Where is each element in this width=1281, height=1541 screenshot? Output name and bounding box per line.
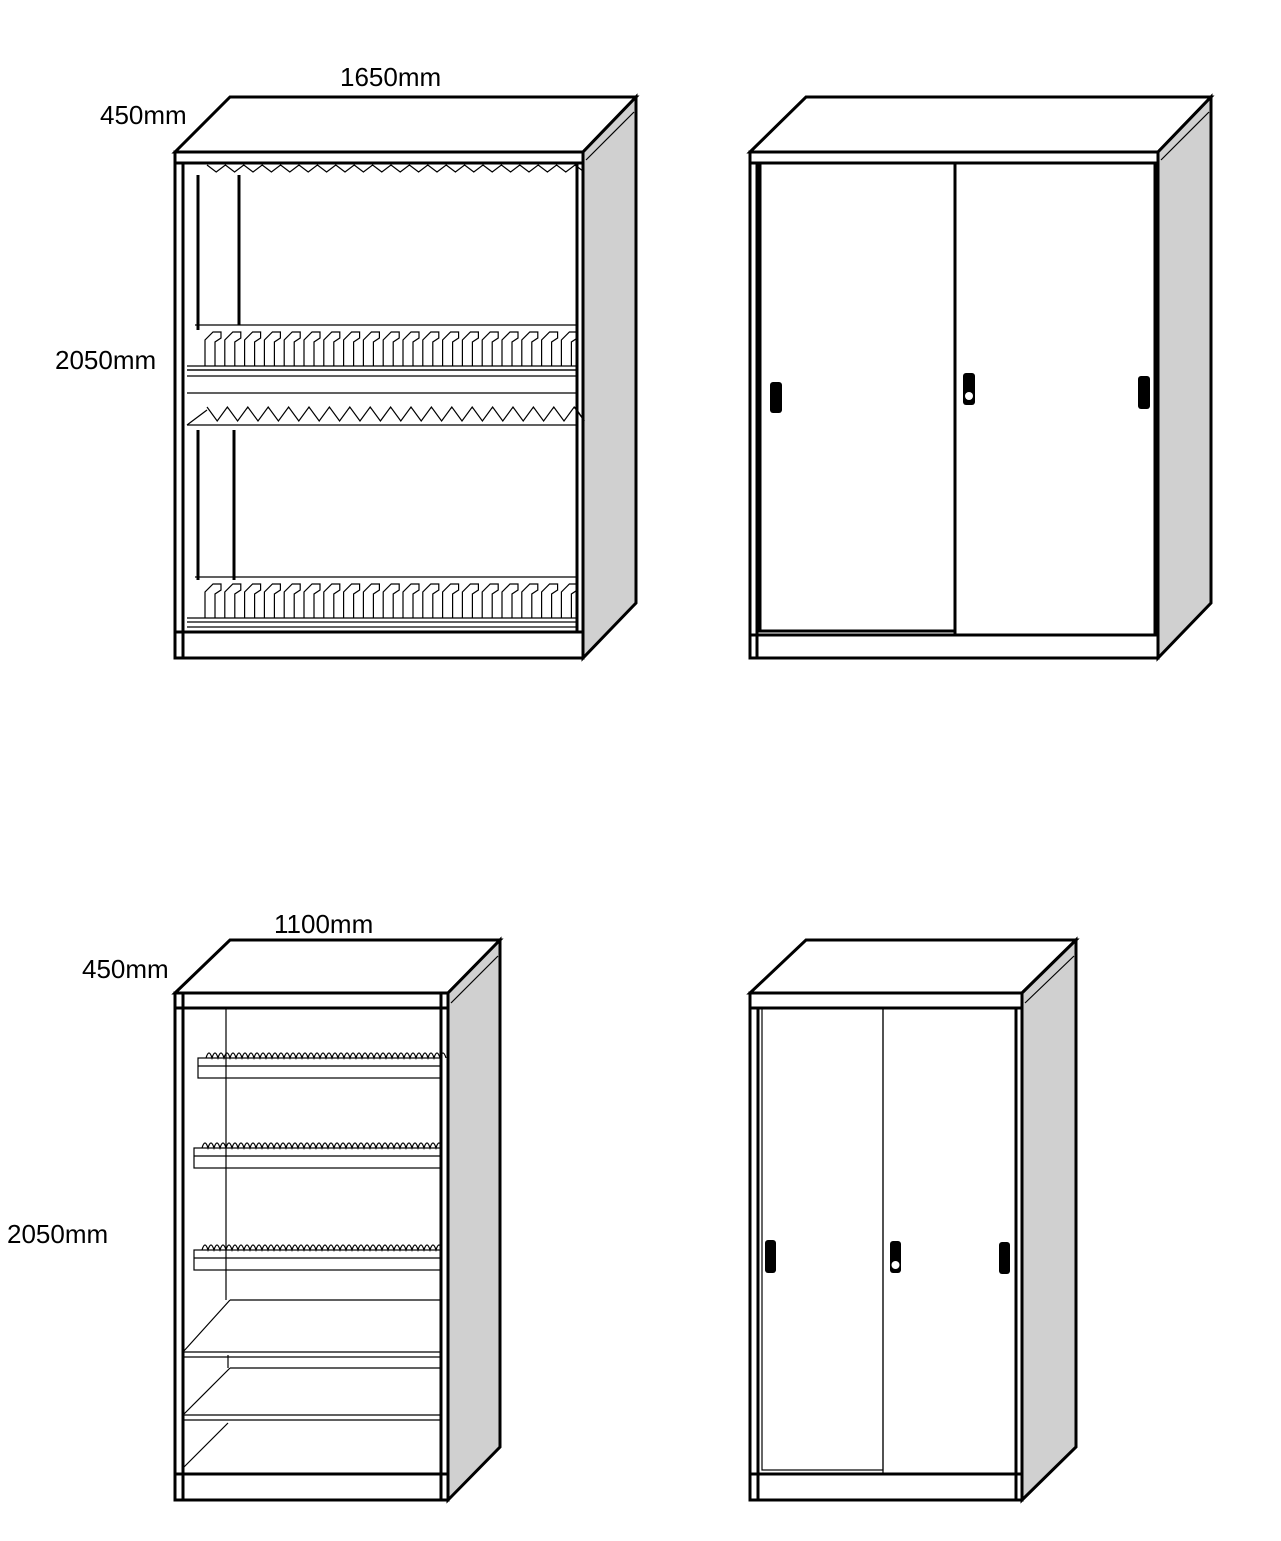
rack-slot: [501, 331, 519, 366]
rack-slot: [402, 331, 420, 366]
rack-slot: [244, 331, 262, 366]
height-dimension-label: 2050mm: [7, 1219, 109, 1249]
right-sliding-door[interactable]: [953, 161, 1157, 637]
rack-slot: [323, 583, 341, 618]
rack-shelf: [193, 1249, 442, 1271]
cabinet-top: [171, 938, 504, 995]
rack-slot: [481, 331, 499, 366]
left-sliding-door[interactable]: [758, 161, 957, 633]
rack-slot: [560, 583, 578, 618]
top-rail: [748, 991, 1024, 1010]
rack-slot: [303, 331, 321, 366]
door-handle[interactable]: [999, 1242, 1010, 1274]
open-cabinet-narrow: [171, 936, 504, 1504]
rack-slot: [224, 331, 242, 366]
rack-slot: [343, 331, 361, 366]
flat-shelf: [182, 1367, 441, 1469]
door-handle[interactable]: [765, 1240, 776, 1273]
cabinet-front-frame: [748, 991, 1024, 1502]
rack-slot: [382, 331, 400, 366]
cabinet-side-panel: [446, 936, 502, 1504]
rack-slot: [303, 583, 321, 618]
cabinet-side-panel: [1156, 93, 1213, 662]
rack-slot: [422, 331, 440, 366]
rack-slot: [283, 583, 301, 618]
sliding-door-cabinet-narrow: [746, 936, 1080, 1504]
rack-slot: [323, 331, 341, 366]
right-sliding-door[interactable]: [882, 1007, 1017, 1475]
sliding-door-cabinet-wide: [746, 93, 1215, 662]
rack-slot: [442, 583, 460, 618]
rack-slot: [521, 331, 539, 366]
rack-teeth: [205, 1052, 447, 1061]
open-cabinet-wide: [171, 93, 640, 662]
rack-slot: [263, 583, 281, 618]
width-dimension-label: 1100mm: [274, 909, 374, 939]
rack-slot: [244, 583, 262, 618]
rack-slot: [204, 583, 222, 618]
rack-slot: [224, 583, 242, 618]
rack-slot: [541, 331, 559, 366]
cabinet-side-panel: [1020, 936, 1078, 1504]
depth-dimension-label: 450mm: [100, 100, 187, 130]
rack-slot: [204, 331, 222, 366]
rack-slot: [382, 583, 400, 618]
lock-icon: [965, 392, 973, 400]
cabinet-top: [746, 938, 1080, 995]
rack-slot: [402, 583, 420, 618]
rack-slot: [560, 331, 578, 366]
height-dimension-label: 2050mm: [55, 345, 157, 375]
rack-slot: [501, 583, 519, 618]
rack-shelf: [187, 576, 578, 623]
rack-slot: [442, 331, 460, 366]
rack-slot: [263, 331, 281, 366]
rack-slot: [461, 583, 479, 618]
cabinet-top: [171, 95, 640, 154]
door-lock-handle[interactable]: [963, 373, 975, 405]
top-rail: [748, 150, 1160, 165]
rack-slot: [541, 583, 559, 618]
door-handle[interactable]: [770, 382, 782, 413]
rack-slot: [362, 331, 380, 366]
cabinet-top: [746, 95, 1215, 154]
rack-teeth: [201, 1142, 443, 1151]
top-rail: [173, 150, 585, 165]
rack-slot: [521, 583, 539, 618]
rack-teeth: [206, 164, 585, 173]
cabinet-side-panel: [581, 93, 638, 662]
rack-shelf: [193, 1147, 442, 1169]
cabinet-front-frame: [173, 150, 585, 660]
width-dimension-label: 1650mm: [340, 62, 442, 92]
flat-shelf: [182, 1299, 441, 1358]
rack-shelf: [187, 324, 578, 371]
depth-dimension-label: 450mm: [82, 954, 169, 984]
rack-slot: [343, 583, 361, 618]
rack-slot: [362, 583, 380, 618]
rack-slot: [283, 331, 301, 366]
rack-slot: [422, 583, 440, 618]
rack-teeth: [201, 1244, 443, 1253]
lock-icon: [891, 1261, 900, 1269]
rack-teeth: [206, 405, 585, 423]
door-handle[interactable]: [1138, 376, 1150, 409]
rack-slot: [461, 331, 479, 366]
rack-slot: [481, 583, 499, 618]
